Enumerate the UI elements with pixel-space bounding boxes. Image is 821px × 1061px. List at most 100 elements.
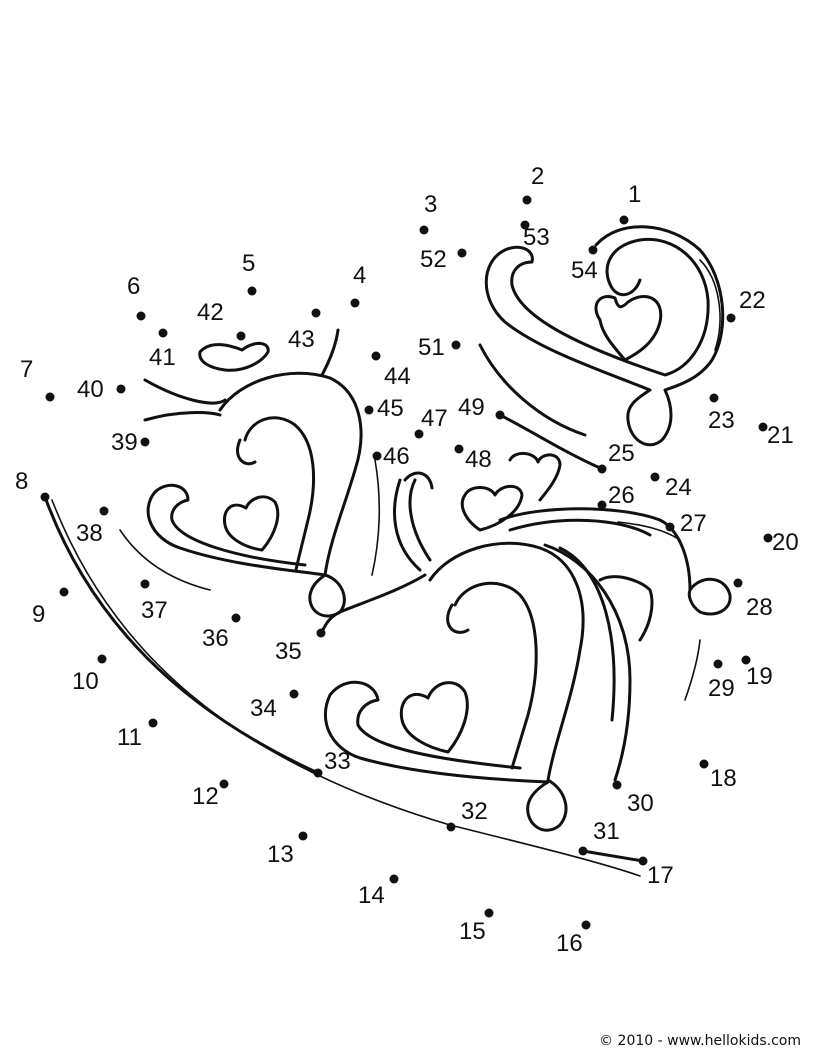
dot-marker[interactable] — [763, 533, 773, 543]
dot-marker[interactable] — [140, 437, 150, 447]
dot-7: 7 — [20, 356, 55, 402]
dot-marker[interactable] — [316, 628, 326, 638]
dot-marker[interactable] — [136, 311, 146, 321]
dot-marker[interactable] — [446, 822, 456, 832]
dot-1: 1 — [619, 181, 641, 225]
dot-number-label: 36 — [202, 625, 229, 652]
dot-number-label: 27 — [680, 510, 707, 537]
dot-number-label: 20 — [772, 529, 799, 556]
dot-marker[interactable] — [389, 874, 399, 884]
dot-number-label: 53 — [523, 224, 550, 251]
dot-48: 48 — [454, 444, 492, 473]
dot-number-label: 48 — [465, 446, 492, 473]
dot-number-label: 33 — [324, 748, 351, 775]
dot-27: 27 — [665, 510, 707, 537]
dot-marker[interactable] — [454, 444, 464, 454]
dot-marker[interactable] — [638, 856, 648, 866]
dot-marker[interactable] — [364, 405, 374, 415]
dot-20: 20 — [763, 529, 799, 556]
dot-number-label: 15 — [459, 918, 486, 945]
dot-marker[interactable] — [581, 920, 591, 930]
dot-marker[interactable] — [45, 392, 55, 402]
dot-marker[interactable] — [522, 195, 532, 205]
dot-marker[interactable] — [495, 410, 505, 420]
dot-number-label: 7 — [20, 356, 33, 383]
dot-marker[interactable] — [148, 718, 158, 728]
dot-number-label: 13 — [267, 841, 294, 868]
dot-marker[interactable] — [419, 225, 429, 235]
dot-marker[interactable] — [298, 831, 308, 841]
dot-marker[interactable] — [457, 248, 467, 258]
dot-marker[interactable] — [713, 659, 723, 669]
dot-number-label: 22 — [739, 287, 766, 314]
heart-outline-bottom — [320, 343, 732, 832]
dot-marker[interactable] — [219, 779, 229, 789]
dot-marker[interactable] — [231, 613, 241, 623]
dot-number-label: 14 — [358, 882, 385, 909]
dot-number-label: 49 — [458, 394, 485, 421]
dot-45: 45 — [364, 395, 404, 422]
dot-28: 28 — [733, 578, 773, 621]
dot-46: 46 — [372, 443, 410, 470]
dot-14: 14 — [358, 874, 399, 909]
dot-marker[interactable] — [350, 298, 360, 308]
dot-4: 4 — [350, 262, 366, 308]
dot-22: 22 — [726, 287, 766, 323]
dot-marker[interactable] — [289, 689, 299, 699]
dot-marker[interactable] — [726, 313, 736, 323]
dot-marker[interactable] — [451, 340, 461, 350]
dot-31: 31 — [578, 818, 620, 856]
dot-number-label: 10 — [72, 668, 99, 695]
dot-marker[interactable] — [588, 245, 598, 255]
dot-marker[interactable] — [140, 579, 150, 589]
dot-marker[interactable] — [372, 451, 382, 461]
dot-marker[interactable] — [414, 429, 424, 439]
dot-marker[interactable] — [650, 472, 660, 482]
dot-marker[interactable] — [311, 308, 321, 318]
dot-marker[interactable] — [733, 578, 743, 588]
dot-number-label: 51 — [418, 334, 445, 361]
dot-3: 3 — [419, 191, 437, 235]
dot-16: 16 — [556, 920, 591, 957]
dot-number-label: 6 — [127, 273, 140, 300]
dot-8: 8 — [15, 468, 50, 502]
dot-number-label: 19 — [746, 663, 773, 690]
dot-marker[interactable] — [371, 351, 381, 361]
dot-marker[interactable] — [619, 215, 629, 225]
dot-39: 39 — [111, 429, 150, 456]
dot-number-label: 25 — [608, 440, 635, 467]
dot-marker[interactable] — [709, 393, 719, 403]
dot-marker[interactable] — [247, 286, 257, 296]
dot-marker[interactable] — [665, 522, 675, 532]
dot-13: 13 — [267, 831, 308, 868]
dot-30: 30 — [612, 780, 654, 817]
dot-marker[interactable] — [59, 587, 69, 597]
dot-24: 24 — [650, 472, 692, 501]
dot-38: 38 — [76, 506, 109, 547]
dot-marker[interactable] — [99, 506, 109, 516]
dot-marker[interactable] — [484, 908, 494, 918]
dot-marker[interactable] — [597, 464, 607, 474]
dot-marker[interactable] — [699, 759, 709, 769]
dot-5: 5 — [242, 250, 257, 296]
dot-marker[interactable] — [612, 780, 622, 790]
dot-marker[interactable] — [40, 492, 50, 502]
dot-marker[interactable] — [578, 846, 588, 856]
dot-marker[interactable] — [741, 655, 751, 665]
dot-number-label: 1 — [628, 181, 641, 208]
dot-number-label: 5 — [242, 250, 255, 277]
dot-number-label: 41 — [149, 344, 176, 371]
dot-marker[interactable] — [313, 768, 323, 778]
dot-marker[interactable] — [236, 331, 246, 341]
dot-marker[interactable] — [758, 422, 768, 432]
dot-number-label: 45 — [377, 395, 404, 422]
dot-marker[interactable] — [597, 500, 607, 510]
dot-number-label: 46 — [383, 443, 410, 470]
dot-number-label: 3 — [424, 191, 437, 218]
dot-marker[interactable] — [520, 220, 530, 230]
dot-marker[interactable] — [158, 328, 168, 338]
dot-marker[interactable] — [97, 654, 107, 664]
dot-marker[interactable] — [116, 384, 126, 394]
